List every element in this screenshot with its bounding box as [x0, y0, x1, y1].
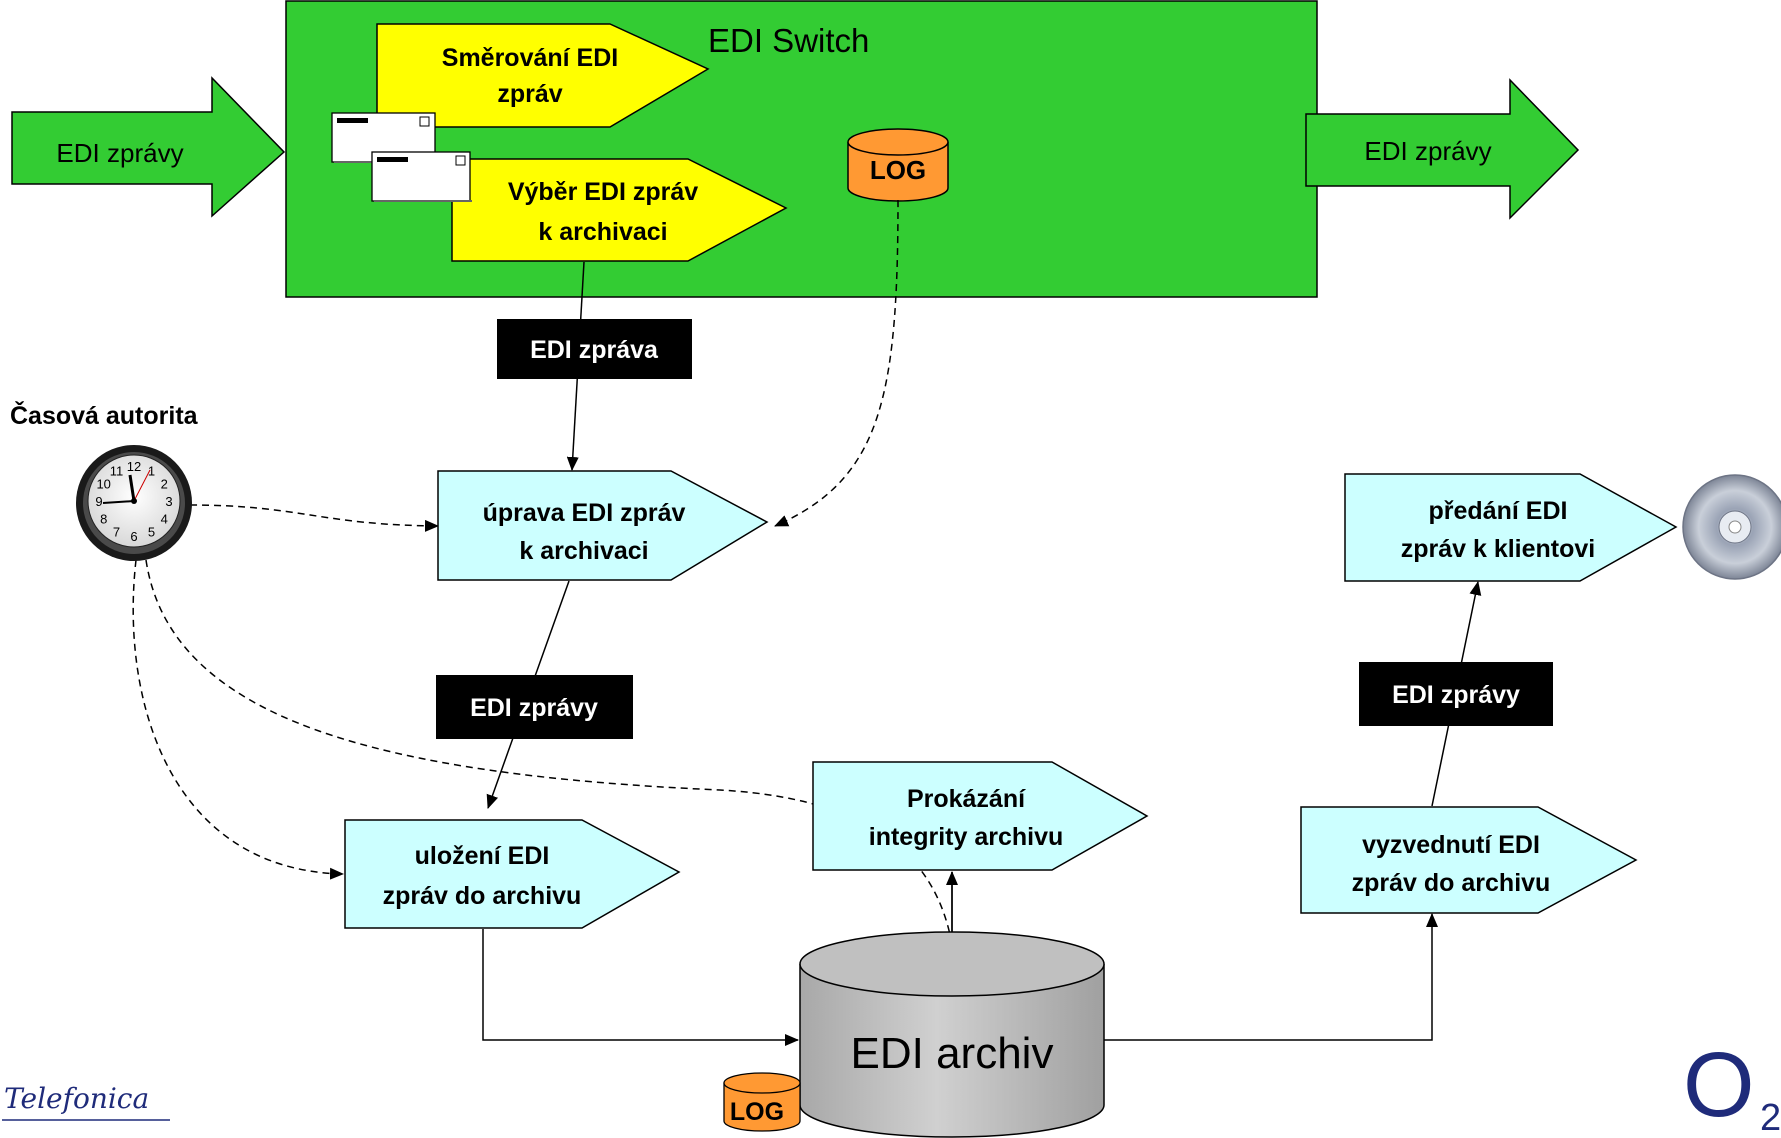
- switch-log-label: LOG: [870, 155, 926, 185]
- clock-numeral: 6: [130, 529, 137, 544]
- step-predani: předání EDI zpráv k klientovi: [1344, 473, 1678, 582]
- step-uprava: úprava EDI zpráv k archivaci: [437, 470, 769, 581]
- edi-archive-cylinder: EDI archiv: [799, 931, 1105, 1138]
- clock-second-hand: [133, 469, 151, 502]
- step-predani-line-2: zpráv k klientovi: [1401, 535, 1596, 563]
- clock-numeral: 2: [161, 477, 168, 492]
- step-predani-line-1: předání EDI: [1429, 497, 1568, 525]
- connector-ulozeni-archive: [482, 929, 799, 1046]
- label-edi-zprava-text: EDI zpráva: [530, 336, 659, 364]
- archive-label: EDI archiv: [851, 1029, 1054, 1078]
- clock-numeral: 11: [110, 464, 124, 479]
- selection-line-2: k archivaci: [538, 218, 667, 246]
- clock-numeral: 3: [165, 494, 172, 509]
- o2-logo-subscript: 2: [1760, 1097, 1781, 1138]
- step-vyzvednuti-line-1: vyzvednutí EDI: [1362, 831, 1540, 859]
- step-prokazani-line-2: integrity archivu: [869, 823, 1064, 851]
- clock-minute-hand: [102, 500, 135, 504]
- step-prokazani: Prokázání integrity archivu: [812, 761, 1149, 871]
- label-edi-zprava: EDI zpráva: [497, 319, 692, 379]
- routing-line-1: Směrování EDI: [442, 44, 618, 72]
- input-arrow: EDI zprávy: [11, 76, 286, 218]
- edi-switch-title: EDI Switch: [708, 22, 869, 59]
- selection-line-1: Výběr EDI zpráv: [508, 178, 698, 206]
- archive-log-cylinder: LOG: [723, 1072, 801, 1132]
- routing-step: Směrování EDI zpráv: [376, 23, 710, 128]
- output-arrow: EDI zprávy: [1305, 78, 1580, 220]
- step-uprava-line-1: úprava EDI zpráv: [483, 499, 686, 527]
- input-arrow-label: EDI zprávy: [56, 138, 183, 168]
- routing-line-2: zpráv: [497, 80, 562, 108]
- cd-disc-icon: [1682, 474, 1781, 580]
- clock-numeral: 10: [96, 477, 110, 492]
- clock-numeral: 9: [95, 494, 102, 509]
- label-edi-zpravy-left: EDI zprávy: [436, 675, 633, 739]
- label-edi-zpravy-right: EDI zprávy: [1359, 662, 1553, 726]
- switch-log-cylinder: LOG: [847, 128, 949, 202]
- step-uprava-line-2: k archivaci: [519, 537, 648, 565]
- step-vyzvednuti-line-2: zpráv do archivu: [1352, 869, 1551, 897]
- connector-clock-uprava: [189, 504, 439, 532]
- step-ulozeni: uložení EDI zpráv do archivu: [344, 819, 681, 929]
- o2-logo: O 2: [1683, 1034, 1781, 1138]
- clock-numeral: 7: [113, 524, 120, 539]
- clock-numeral: 12: [127, 459, 141, 474]
- step-prokazani-line-1: Prokázání: [907, 785, 1026, 813]
- label-edi-zpravy-right-text: EDI zprávy: [1392, 681, 1520, 709]
- connector-archive-vyzvednuti: [1104, 913, 1438, 1041]
- step-vyzvednuti: vyzvednutí EDI zpráv do archivu: [1300, 806, 1638, 914]
- label-edi-zpravy-left-text: EDI zprávy: [470, 694, 598, 722]
- connector-log-uprava: [774, 199, 899, 527]
- telefonica-logo: Telefonica: [2, 1082, 170, 1121]
- clock-numeral: 8: [100, 512, 107, 527]
- step-ulozeni-line-1: uložení EDI: [415, 842, 550, 870]
- archive-log-label: LOG: [730, 1098, 784, 1126]
- step-ulozeni-line-2: zpráv do archivu: [383, 882, 582, 910]
- clock-hour-hand: [128, 474, 136, 502]
- connectors: [132, 199, 1482, 1046]
- output-arrow-label: EDI zprávy: [1364, 136, 1491, 166]
- clock-numeral: 5: [148, 524, 155, 539]
- telefonica-logo-text: Telefonica: [4, 1082, 149, 1115]
- time-authority-label: Časová autorita: [10, 400, 199, 430]
- connector-clock-ulozeni: [132, 559, 344, 880]
- clock-numeral: 4: [161, 512, 168, 527]
- clock-numeral: 1: [148, 464, 155, 479]
- o2-logo-text: O: [1683, 1034, 1755, 1136]
- envelope-icon: [371, 151, 472, 202]
- selection-step: Výběr EDI zpráv k archivaci: [451, 158, 788, 262]
